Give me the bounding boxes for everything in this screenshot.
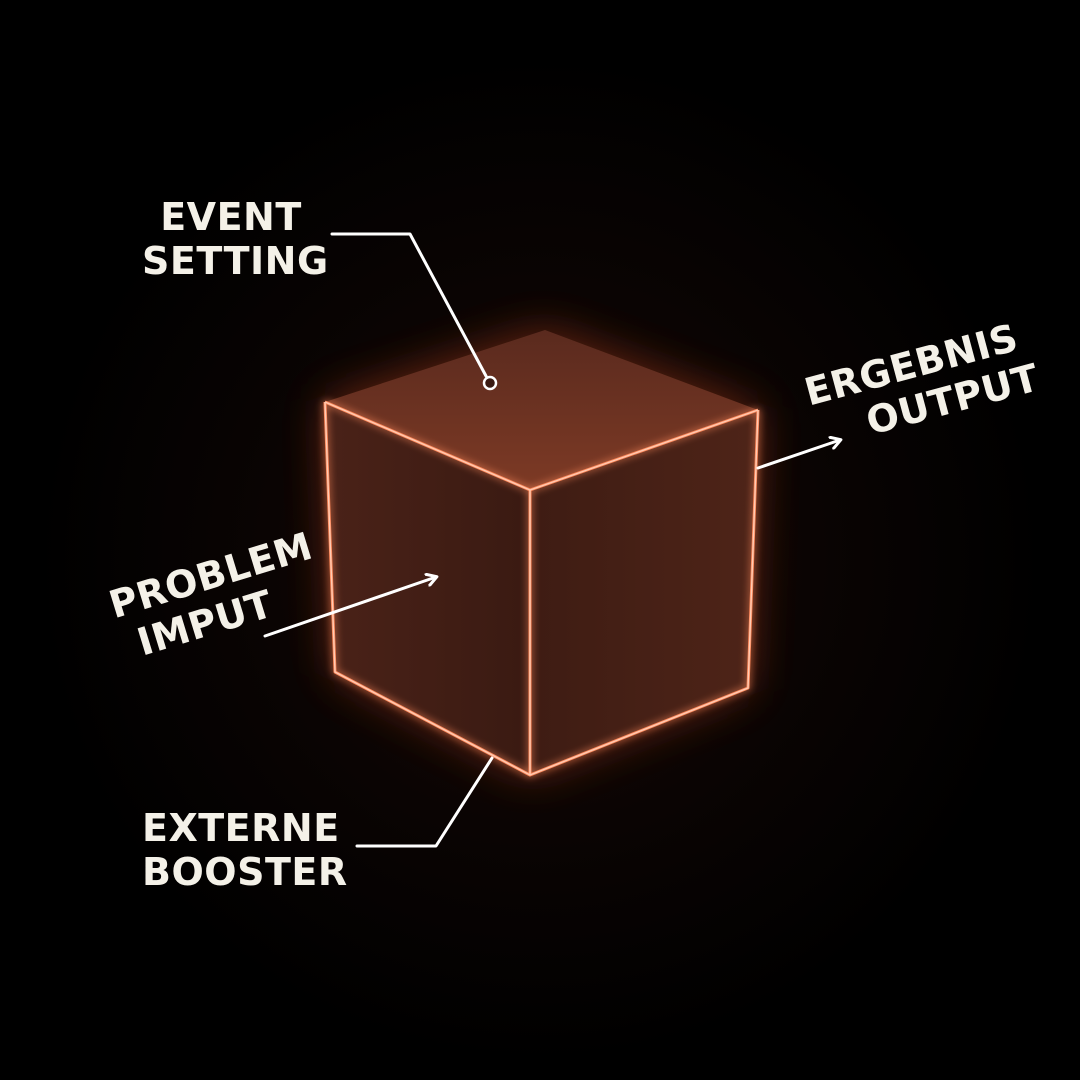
cube-top-face <box>325 330 758 490</box>
label-event-setting-line2: SETTING <box>142 239 329 283</box>
label-externe-booster-line1: EXTERNE <box>142 806 340 850</box>
label-externe-booster: EXTERNE BOOSTER <box>142 806 348 894</box>
connector-externe-booster <box>355 756 494 848</box>
label-event-setting-line1: EVENT <box>160 195 302 239</box>
connector-ergebnis-output <box>756 440 840 470</box>
ring-dot-icon <box>482 375 498 391</box>
connector-event-setting <box>330 232 498 391</box>
glowing-cube-icon <box>323 330 760 777</box>
cube-right-face <box>530 410 758 775</box>
connector-problem-input <box>263 577 436 638</box>
label-event-setting: EVENT SETTING <box>142 195 329 283</box>
cube-left-face <box>325 402 530 775</box>
label-externe-booster-line2: BOOSTER <box>142 850 348 894</box>
